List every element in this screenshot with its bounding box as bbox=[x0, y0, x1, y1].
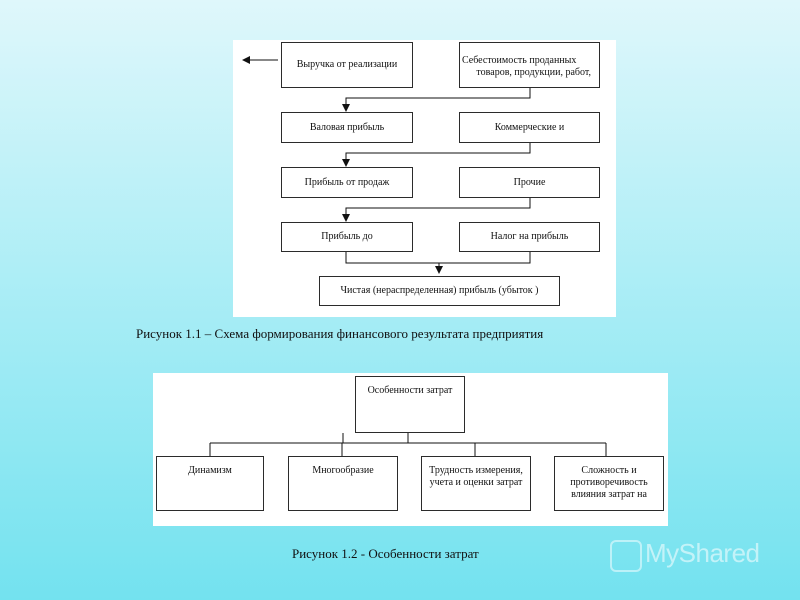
node-dynamism-label: Динамизм bbox=[188, 465, 232, 476]
watermark: MyShared bbox=[645, 538, 760, 568]
caption-figure-1-1: Рисунок 1.1 – Схема формирования финансо… bbox=[136, 326, 544, 341]
node-complexity-label-1: Сложность и bbox=[581, 465, 637, 476]
node-tax-label: Налог на прибыль bbox=[490, 231, 569, 242]
node-revenue: Выручка от реализации bbox=[281, 42, 413, 88]
caption-figure-1-2: Рисунок 1.2 - Особенности затрат bbox=[292, 546, 479, 561]
node-cost-features-root: Особенности затрат bbox=[355, 376, 465, 433]
node-net-profit-label: Чистая (нераспределенная) прибыль (убыто… bbox=[340, 285, 539, 296]
node-profit-before-tax-label: Прибыль до bbox=[321, 231, 373, 242]
node-measurement-difficulty-label-2: учета и оценки затрат bbox=[429, 477, 523, 488]
node-cost-features-root-label: Особенности затрат bbox=[367, 385, 453, 396]
node-commercial-label: Коммерческие и bbox=[494, 121, 565, 133]
node-other: Прочие bbox=[459, 167, 600, 198]
diagram-financial-result: Выручка от реализации Себестоимость прод… bbox=[233, 40, 616, 317]
node-cost: Себестоимость проданных товаров, продукц… bbox=[459, 42, 600, 88]
diagram1-connectors bbox=[242, 56, 531, 274]
node-complexity: Сложность и противоречивость влияния зат… bbox=[554, 456, 664, 511]
diagram2-connectors bbox=[209, 433, 607, 456]
node-sales-profit-label: Прибыль от продаж bbox=[304, 176, 390, 188]
node-gross-profit-label: Валовая прибыль bbox=[309, 121, 385, 133]
node-profit-before-tax: Прибыль до bbox=[281, 222, 413, 252]
node-gross-profit: Валовая прибыль bbox=[281, 112, 413, 143]
node-cost-label-1: Себестоимость проданных bbox=[462, 55, 577, 66]
node-diversity: Многообразие bbox=[288, 456, 398, 511]
diagram-cost-features: Особенности затрат Динамизм Многообразие… bbox=[153, 373, 668, 526]
node-sales-profit: Прибыль от продаж bbox=[281, 167, 413, 198]
node-cost-label-2: товаров, продукции, работ, bbox=[476, 67, 591, 78]
node-net-profit: Чистая (нераспределенная) прибыль (убыто… bbox=[319, 276, 560, 306]
node-complexity-label-3: влияния затрат на bbox=[571, 489, 647, 500]
watermark-logo-icon bbox=[610, 540, 642, 572]
node-complexity-label-2: противоречивость bbox=[570, 477, 648, 488]
node-dynamism: Динамизм bbox=[156, 456, 264, 511]
node-tax: Налог на прибыль bbox=[459, 222, 600, 252]
node-measurement-difficulty-label-1: Трудность измерения, bbox=[429, 465, 523, 476]
node-revenue-label: Выручка от реализации bbox=[296, 59, 398, 70]
node-commercial: Коммерческие и bbox=[459, 112, 600, 143]
node-diversity-label: Многообразие bbox=[312, 465, 374, 476]
node-measurement-difficulty: Трудность измерения, учета и оценки затр… bbox=[421, 456, 531, 511]
node-other-label: Прочие bbox=[513, 176, 546, 188]
